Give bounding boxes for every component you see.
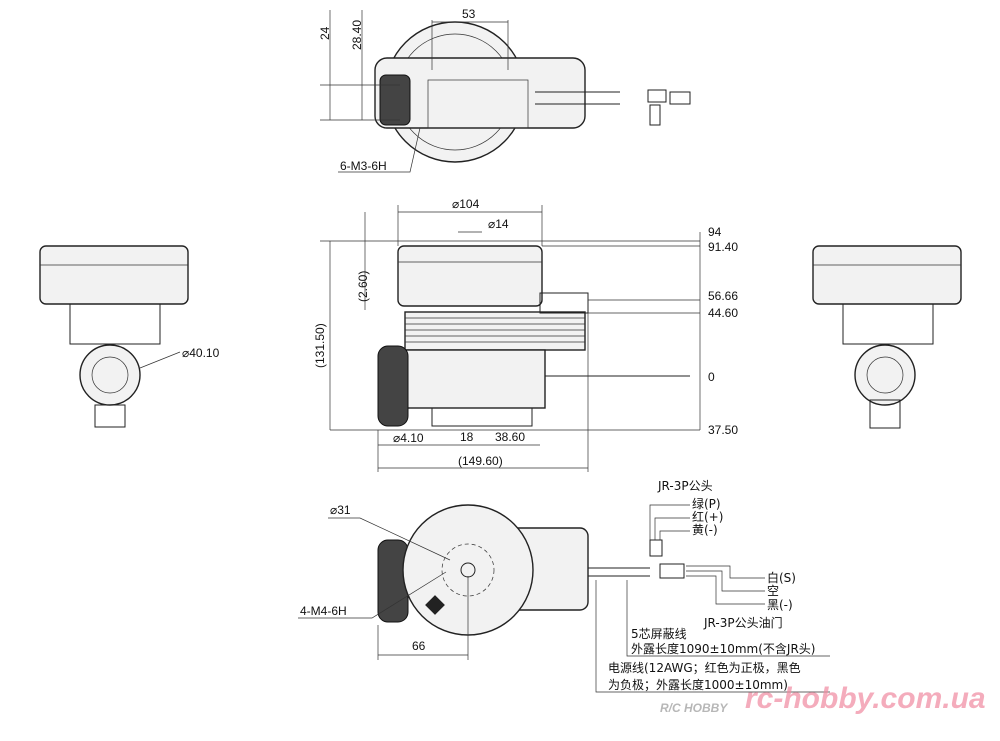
- dim-44-60: 44.60: [708, 306, 738, 320]
- label-empty: 空: [767, 584, 779, 598]
- dim-53: 53: [462, 7, 476, 21]
- dim-dia-40-10: ⌀40.10: [182, 346, 220, 360]
- dim-38-60: 38.60: [495, 430, 525, 444]
- label-power-length: 为负极；外露长度1000±10mm): [608, 677, 788, 692]
- top-view: 53 24 28.40 6-M3-6H: [318, 7, 691, 173]
- dim-56-66: 56.66: [708, 289, 738, 303]
- dim-37-50: 37.50: [708, 423, 738, 437]
- dim-0: 0: [708, 370, 715, 384]
- label-4-m4-6h: 4-M4-6H: [300, 604, 347, 618]
- dim-dia-31: ⌀31: [330, 503, 351, 517]
- watermark-logo: R/C HOBBY: [660, 701, 728, 715]
- label-green-p: 绿(P): [692, 496, 721, 511]
- dim-28-40: 28.40: [350, 20, 364, 50]
- dim-dia-14: ⌀14: [488, 217, 509, 231]
- dim-dia-104: ⌀104: [452, 197, 480, 211]
- dim-66: 66: [412, 639, 426, 653]
- right-side-view: [812, 245, 962, 429]
- dim-18: 18: [460, 430, 474, 444]
- dim-94: 94: [708, 225, 722, 239]
- label-signal-length: 外露长度1090±10mm(不含JR头): [631, 641, 815, 656]
- label-signal-cable: 5芯屏蔽线: [631, 627, 687, 641]
- front-view: ⌀104 ⌀14 (131.50) (2.60) 94 91.40 56.66 …: [313, 197, 738, 472]
- dim-2-60: (2.60): [356, 271, 370, 302]
- dim-24: 24: [318, 26, 332, 40]
- dim-91-40: 91.40: [708, 240, 738, 254]
- left-side-view: ⌀40.10: [39, 245, 220, 428]
- label-6-m3-6h: 6-M3-6H: [340, 159, 387, 173]
- watermark-site: rc-hobby.com.ua: [745, 682, 986, 715]
- dim-149-60: (149.60): [458, 454, 503, 468]
- label-black-minus: 黑(-): [767, 598, 793, 612]
- label-yellow-minus: 黄(-): [692, 523, 718, 537]
- label-red-plus: 红(+): [692, 509, 723, 524]
- bottom-view: JR-3P公头 绿(P) 红(+) 黄(-) 白(S) 空 黑(-) JR-3P…: [298, 479, 830, 693]
- label-white-s: 白(S): [767, 570, 796, 585]
- label-jr-3p-male: JR-3P公头: [657, 479, 713, 493]
- dim-dia-4-10: ⌀4.10: [393, 431, 424, 445]
- label-power-cable: 电源线(12AWG；红色为正极，黑色: [608, 660, 801, 675]
- dim-131-50: (131.50): [313, 323, 327, 368]
- label-jr-3p-throttle: JR-3P公头油门: [703, 615, 783, 630]
- watermark: R/C HOBBY rc-hobby.com.ua: [660, 682, 986, 715]
